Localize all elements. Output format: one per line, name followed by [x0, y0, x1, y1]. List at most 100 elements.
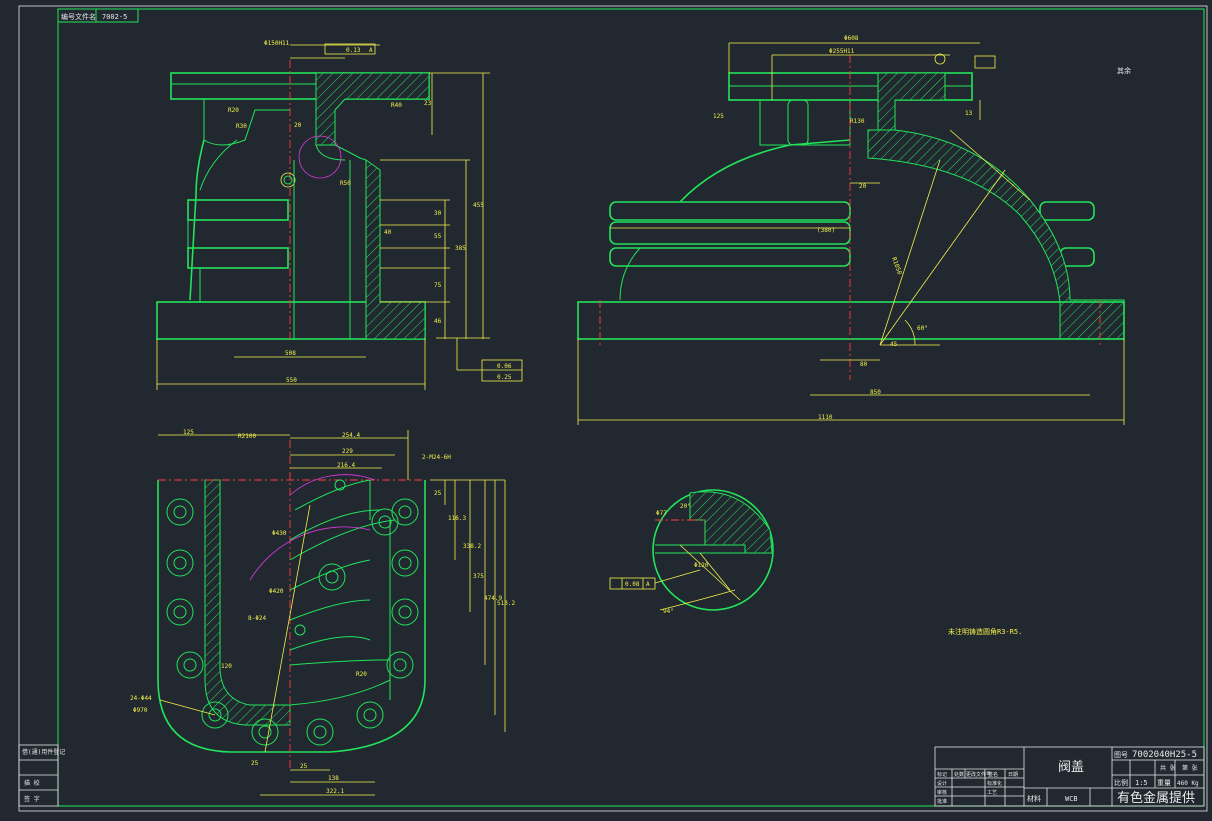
- plan-dim-4749: 474.9: [484, 595, 502, 602]
- plan-view: 125 R2100 254.4 229 216.4 2-M24-6H 25 11…: [130, 429, 515, 796]
- tb-role-0: 设计: [937, 780, 947, 787]
- plan-dim-bolt: 24-Φ44: [130, 695, 152, 702]
- plan-dim-r2100: R2100: [238, 433, 256, 440]
- plan-dim-3382: 338.2: [463, 543, 481, 550]
- plan-dim-5132: 513.2: [497, 600, 515, 607]
- front-dim-40: 40: [384, 229, 392, 236]
- left-margin-cells: 借(通)用件登记 描 校 签 字: [18, 744, 65, 807]
- plan-dim-holes: 2-M24-6H: [422, 454, 451, 461]
- tb-role2-0: 标准化: [987, 780, 1002, 787]
- front-dim-r20: R20: [228, 107, 239, 114]
- plan-dim-bolt2: Φ970: [133, 707, 148, 714]
- detail-dim-20: 20°: [680, 503, 691, 510]
- tb-scale: 1:5: [1135, 779, 1148, 787]
- tb-weight-label: 重量: [1157, 779, 1171, 787]
- front-tol-2: 0.25: [497, 374, 512, 381]
- tb-role-1: 审核: [937, 789, 947, 796]
- tb-company: 有色金属提供: [1117, 790, 1195, 806]
- detail-hatch: [689, 491, 773, 554]
- plan-dim-3221: 322.1: [326, 788, 344, 795]
- tb-drawing-no: 7002040H25-5: [1132, 750, 1197, 760]
- tb-role2-1: 工艺: [987, 790, 997, 796]
- side-dim-80: 80: [860, 361, 868, 368]
- side-dim-angle: 60°: [917, 325, 928, 332]
- tb-material: WCB: [1065, 795, 1078, 803]
- side-dim-top: Φ608: [844, 35, 859, 42]
- section-hatch-top: [315, 72, 430, 146]
- side-dim-r130: R130: [850, 118, 865, 125]
- front-dim-508: 508: [285, 350, 296, 357]
- plan-dim-r420: Φ420: [269, 588, 284, 595]
- front-dim-r50: R50: [340, 180, 351, 187]
- left-cell-0: 借(通)用件登记: [22, 748, 65, 756]
- front-dim-75: 75: [434, 282, 442, 289]
- detail-datum: A: [646, 581, 650, 588]
- tb-weight: 460 Kg: [1177, 780, 1199, 787]
- side-dim-45: 45: [890, 341, 898, 348]
- plan-dim-25b: 25: [300, 763, 308, 770]
- section-hatch-wall: [365, 159, 426, 340]
- plan-dim-120: 120: [221, 663, 232, 670]
- front-dim-550: 550: [286, 377, 297, 384]
- tb-rev-h1: 处数: [954, 771, 964, 778]
- front-dim-455: 455: [473, 202, 484, 209]
- plan-hatch-wall: [204, 479, 291, 726]
- front-dim-flatness: 0.13: [346, 47, 361, 54]
- tb-rev-h2: 更改文件号: [966, 771, 991, 778]
- header-value: 7002-5: [102, 13, 127, 21]
- plan-dim-25c: 25: [251, 760, 259, 767]
- side-hatch-flange: [877, 72, 946, 131]
- front-dim-23: 23: [424, 100, 432, 107]
- side-dim-125: 125: [713, 113, 724, 120]
- front-dim-385: 385: [455, 245, 466, 252]
- side-dim-fit: Φ255H11: [829, 48, 855, 55]
- plan-dim-m24: 8-Φ24: [248, 615, 266, 622]
- detail-tol: 0.08: [625, 581, 640, 588]
- plan-dim-125: 125: [183, 429, 194, 436]
- tb-scale-label: 比例: [1114, 778, 1128, 787]
- tb-rev-h3: 签名: [988, 771, 998, 778]
- tb-material-label: 材料: [1027, 794, 1041, 803]
- plan-dim-r430: Φ430: [272, 530, 287, 537]
- front-dim-20: 20: [294, 122, 302, 129]
- side-dim-r1050: R1050: [890, 256, 903, 276]
- side-dim-13: 13: [965, 110, 973, 117]
- left-cell-2: 描 校: [24, 779, 40, 787]
- plan-dim-r20: R20: [356, 671, 367, 678]
- header-box: 编号文件名 7002-5: [57, 8, 139, 23]
- side-view: Φ608 Φ255H11 20 (380) R1050 80 45 60° 85…: [577, 35, 1131, 425]
- front-dim-46: 46: [434, 318, 442, 325]
- title-block: 阀盖 图号 7002040H25-5 比例 1:5 重量 460 Kg 共 张 …: [934, 746, 1205, 807]
- outer-border: [18, 5, 1208, 812]
- side-dim-1110: 1110: [818, 414, 833, 421]
- tb-role-2: 批准: [937, 798, 947, 805]
- plan-dim-25: 25: [434, 490, 442, 497]
- side-dim-380: (380): [817, 227, 835, 234]
- plan-dim-1163: 116.3: [448, 515, 466, 522]
- front-dim-fit: Φ150H11: [264, 40, 290, 47]
- plan-dim-229: 229: [342, 448, 353, 455]
- plan-dim-138: 138: [328, 775, 339, 782]
- tb-sheet-1: 共 张: [1160, 764, 1176, 772]
- front-dim-datum: A: [369, 47, 373, 54]
- detail-dim-120: Φ120: [694, 562, 709, 569]
- tb-sheet-2: 第 张: [1182, 764, 1198, 772]
- side-dim-20: 20: [859, 183, 867, 190]
- front-dim-r30: R30: [236, 123, 247, 130]
- inner-border: [57, 8, 1205, 807]
- casting-note: 未注明铸造圆角R3-R5.: [948, 627, 1022, 636]
- side-dim-850: 850: [870, 389, 881, 396]
- detail-dim-77: Φ77: [656, 510, 667, 517]
- detail-view: Φ77 20° Φ120 0.08 A 94°: [609, 489, 774, 615]
- tb-rev-h0: 标记: [937, 771, 947, 778]
- header-label: 编号文件名: [61, 12, 96, 21]
- plan-dim-2164: 216.4: [337, 462, 355, 469]
- roughness-note: 其余: [1117, 66, 1131, 75]
- tb-part-name: 阀盖: [1058, 760, 1084, 775]
- front-section-view: Φ150H11 0.13 A R20 R30 R40 20 23 R50 30 …: [156, 40, 523, 390]
- tb-rev-h4: 日期: [1008, 772, 1018, 778]
- left-cell-4: 签 字: [24, 795, 40, 803]
- plan-dim-2544: 254.4: [342, 432, 360, 439]
- bolt-holes: [166, 498, 419, 746]
